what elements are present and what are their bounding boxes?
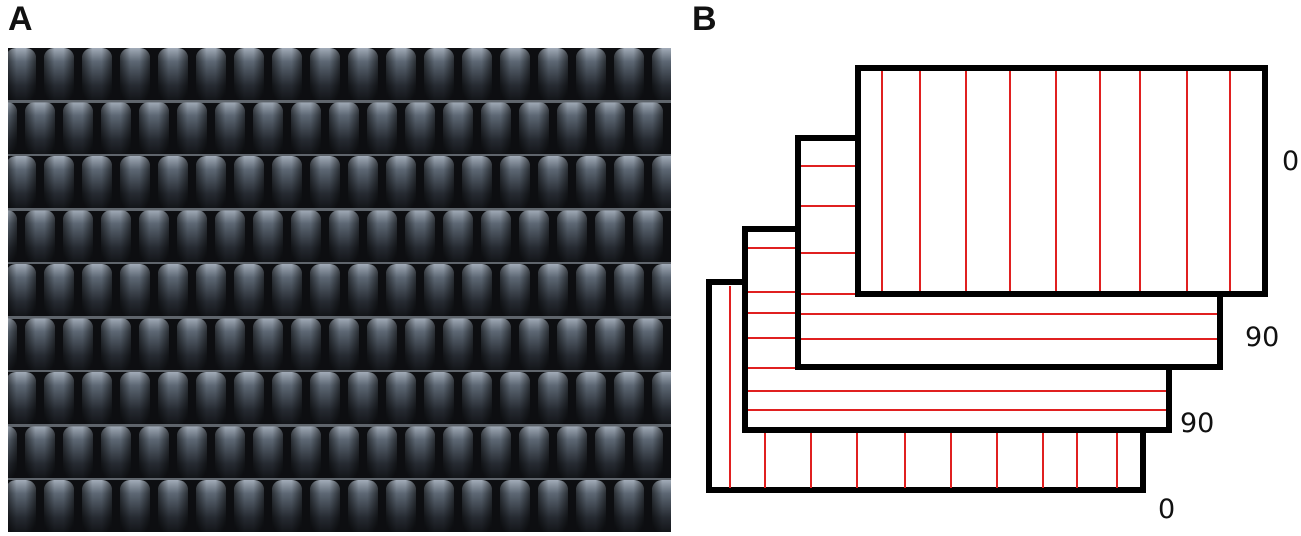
- ply-bottom-label: 0: [1158, 494, 1175, 525]
- laminate-stack-diagram: 0 90: [690, 48, 1301, 536]
- woven-fabric-photo: [8, 48, 671, 532]
- ply-top-0: 0: [858, 68, 1299, 294]
- ply-second-label: 90: [1245, 322, 1279, 353]
- panel-label-a: A: [8, 2, 33, 36]
- ply-top-label: 0: [1282, 146, 1299, 177]
- panel-label-b: B: [692, 2, 717, 36]
- ply-third-label: 90: [1180, 408, 1214, 439]
